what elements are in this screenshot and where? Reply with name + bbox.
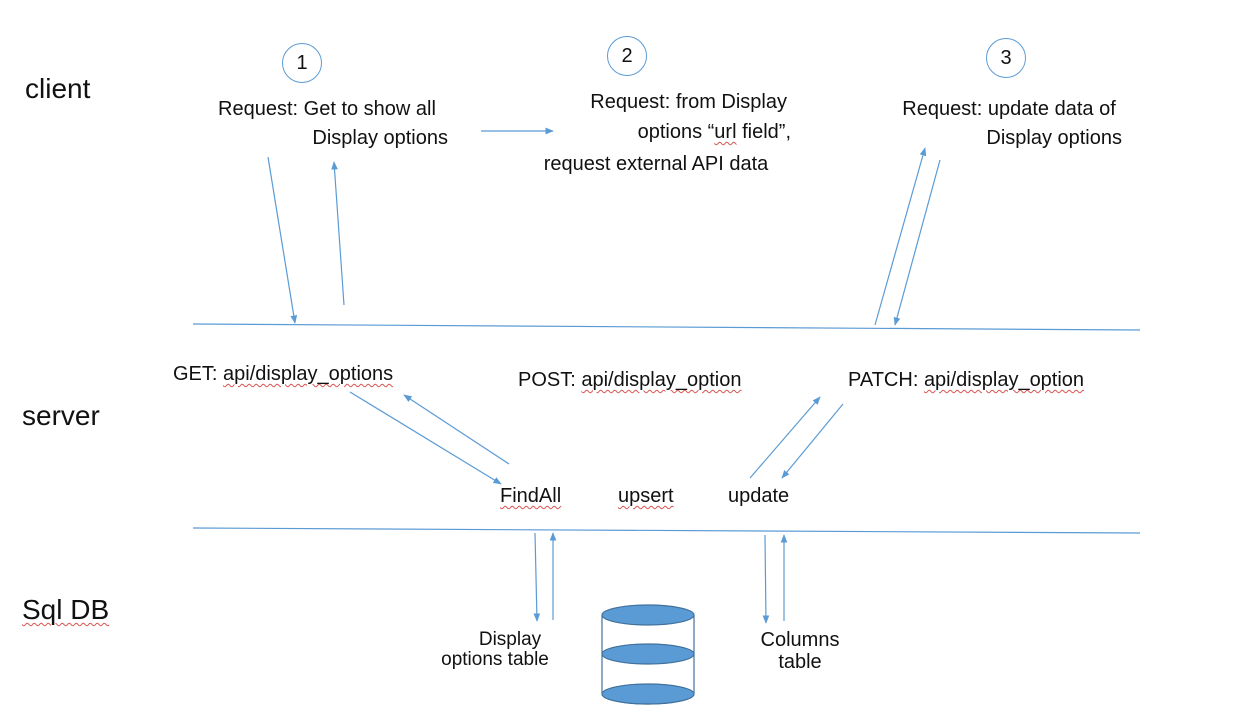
arrow-findall-to-get — [403, 394, 510, 465]
arrow-server-to-columns-table — [762, 534, 770, 624]
columns-table-label-line2: table — [778, 651, 822, 673]
endpoint-patch-method: PATCH: — [848, 369, 924, 391]
lane-label-server: server — [22, 400, 100, 431]
arrow-server-to-client-3 — [874, 147, 927, 326]
endpoint-get: GET: api/display_options — [173, 364, 393, 384]
step3-line2: Display options — [986, 127, 1122, 149]
lane-label-db: Sql DB — [22, 596, 109, 624]
step2-line2-suffix: field”, — [736, 121, 791, 143]
server-db-divider — [192, 527, 1141, 534]
columns-table-label-line1: Columns — [760, 629, 840, 651]
function-upsert-text: upsert — [618, 485, 674, 507]
endpoint-post-path: api/display_option — [581, 369, 742, 391]
step3-line1: Request: update data of — [902, 98, 1116, 120]
step2-line3: request external API data — [543, 153, 769, 175]
lane-label-db-text: Sql DB — [22, 594, 110, 625]
endpoint-post: POST: api/display_option — [518, 370, 741, 390]
arrow-client-to-server-3 — [893, 159, 941, 326]
step2-line2-prefix: options “ — [637, 121, 715, 143]
display-table-label-line1: Display — [478, 629, 542, 650]
step2-line2: options “url field”, — [530, 122, 791, 142]
arrow-update-to-patch — [749, 396, 821, 479]
arrow-patch-to-update — [781, 403, 844, 479]
step1-line2: Display options — [312, 127, 448, 149]
arrow-client-to-server-1 — [267, 156, 298, 324]
function-findall: FindAll — [500, 486, 561, 506]
arrow-get-to-findall — [349, 391, 502, 485]
step2-url-word: url — [714, 121, 737, 143]
step-badge-3: 3 — [986, 38, 1026, 78]
endpoint-get-path: api/display_options — [223, 363, 394, 385]
step-badge-2: 2 — [607, 36, 647, 76]
endpoint-patch-path: api/display_option — [923, 369, 1085, 391]
endpoint-post-method: POST: — [518, 369, 582, 391]
display-table-label-line2: options table — [441, 649, 549, 670]
client-server-divider — [192, 323, 1141, 331]
arrow-server-to-display-table — [533, 532, 541, 622]
endpoint-get-method: GET: — [173, 363, 224, 385]
database-icon — [601, 604, 695, 705]
function-findall-text: FindAll — [500, 485, 562, 507]
step1-line1: Request: Get to show all — [218, 98, 436, 120]
lane-label-client: client — [25, 73, 91, 104]
function-update: update — [728, 485, 790, 507]
arrow-server-to-client-1 — [331, 161, 345, 306]
step2-line1: Request: from Display — [590, 91, 787, 113]
function-upsert: upsert — [618, 486, 674, 506]
endpoint-patch: PATCH: api/display_option — [848, 370, 1084, 390]
step-badge-1: 1 — [282, 43, 322, 83]
